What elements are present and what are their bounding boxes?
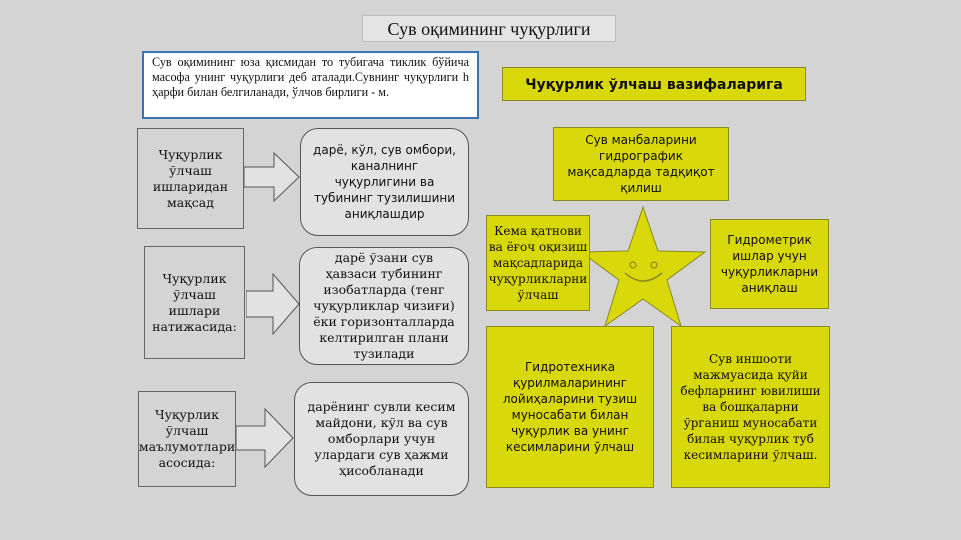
task-top-box: Сув манбаларини гидрографик мақсадларда … (553, 127, 729, 201)
row-3-label: Чуқурлик ўлчаш маълумотлари асосида: (138, 391, 236, 487)
right-arrow-icon (244, 152, 300, 202)
definition-box: Сув оқимининг юза қисмидан то тубигача т… (142, 51, 479, 119)
task-right-box: Гидрометрик ишлар учун чуқурликларни ани… (710, 219, 829, 309)
smiling-star-icon (579, 205, 707, 328)
task-bottom-right-box: Сув иншооти мажмуасида қуйи бефларнинг ю… (671, 326, 830, 488)
row-2-label: Чуқурлик ўлчаш ишлари натижасида: (144, 246, 245, 359)
right-arrow-icon (246, 273, 300, 335)
row-1-result: дарё, кўл, сув омбори, каналнинг чуқурли… (300, 128, 469, 236)
task-bottom-left-box: Гидротехника қурилмаларининг лойиҳаларин… (486, 326, 654, 488)
task-left-box: Кема қатнови ва ёғоч оқизиш мақсадларида… (486, 215, 590, 311)
page-title: Сув оқимининг чуқурлиги (362, 15, 616, 42)
row-3-result: дарёнинг сувли кесим майдони, кўл ва сув… (294, 382, 469, 496)
right-arrow-icon (236, 408, 294, 468)
tasks-header: Чуқурлик ўлчаш вазифаларига (502, 67, 806, 101)
row-1-label: Чуқурлик ўлчаш ишларидан мақсад (137, 128, 244, 229)
row-2-result: дарё ўзани сув ҳавзаси тубининг изобатла… (299, 247, 469, 365)
